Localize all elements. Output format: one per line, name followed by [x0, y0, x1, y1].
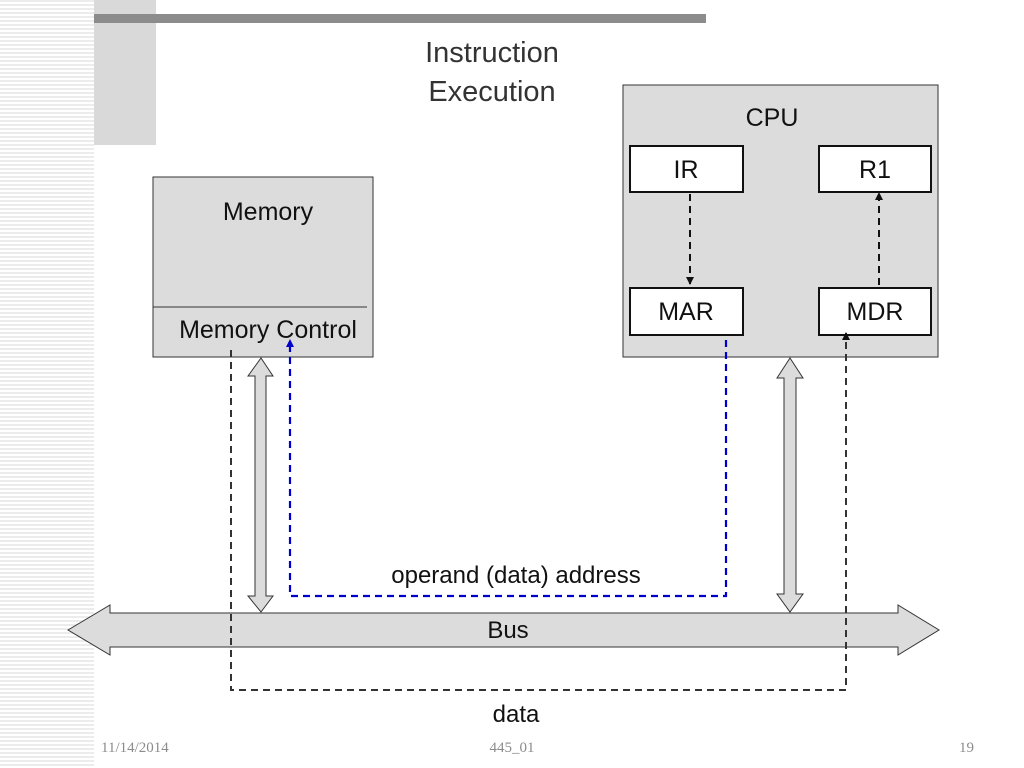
mar-register: MAR	[629, 287, 744, 336]
cpu-label: CPU	[746, 104, 799, 132]
memory-bus-connector	[246, 357, 274, 613]
decorative-stripes	[0, 0, 94, 768]
data-path: data	[230, 332, 850, 728]
title-bar	[94, 14, 706, 23]
footer-date: 11/14/2014	[101, 740, 169, 756]
memory-box: Memory Memory Control	[152, 176, 374, 358]
cpu-box: CPU IR R1 MAR MDR	[622, 84, 939, 358]
footer-page-number: 19	[959, 740, 974, 756]
mdr-label: MDR	[847, 298, 904, 326]
memory-label: Memory	[223, 198, 314, 226]
slide-title: Instruction Execution	[380, 34, 604, 112]
data-label: data	[493, 701, 540, 728]
address-path: operand (data) address	[286, 339, 728, 598]
system-bus: Bus	[67, 604, 940, 656]
address-label: operand (data) address	[391, 562, 641, 589]
bus-label: Bus	[487, 617, 528, 644]
ir-label: IR	[674, 156, 699, 184]
title-line-1: Instruction	[425, 37, 559, 69]
cpu-bus-connector	[776, 357, 804, 613]
mdr-register: MDR	[818, 287, 932, 336]
mar-label: MAR	[658, 298, 714, 326]
r1-register: R1	[818, 145, 932, 193]
title-line-2: Execution	[428, 76, 556, 108]
ir-register: IR	[629, 145, 744, 193]
memory-control-label: Memory Control	[179, 316, 357, 344]
r1-label: R1	[859, 156, 891, 184]
footer-course: 445_01	[489, 740, 535, 756]
decorative-block	[94, 0, 156, 145]
